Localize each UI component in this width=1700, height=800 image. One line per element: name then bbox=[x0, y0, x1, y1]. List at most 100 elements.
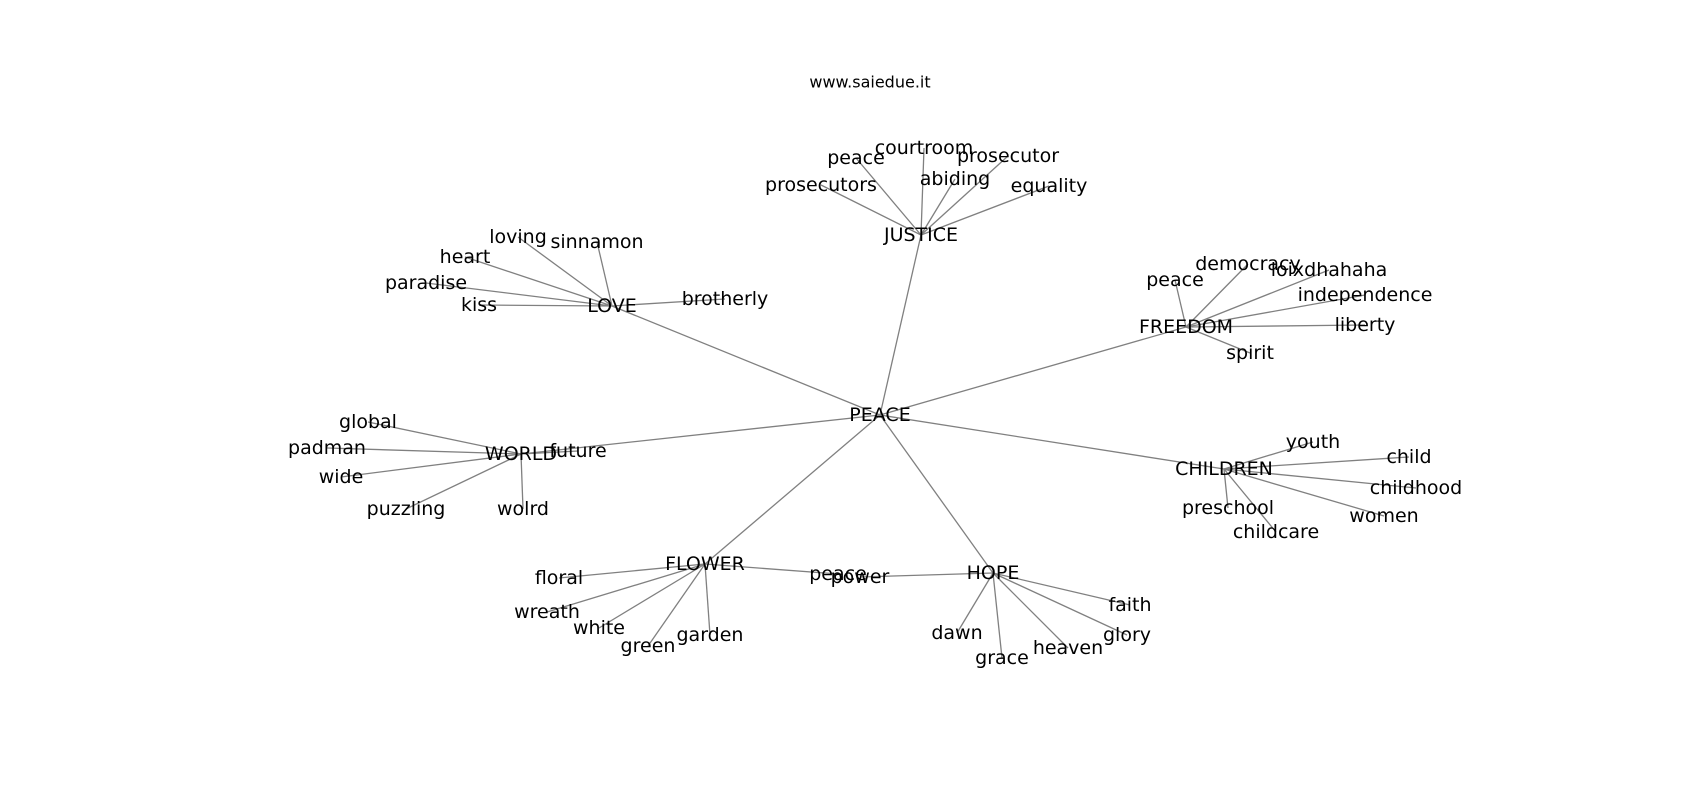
node-glory: glory bbox=[1103, 624, 1151, 646]
node-preschool: preschool bbox=[1182, 497, 1274, 519]
edge-peace-children bbox=[879, 414, 1225, 470]
edge-children-child bbox=[1223, 456, 1410, 470]
edge-justice-equality bbox=[920, 185, 1050, 236]
node-heart: heart bbox=[440, 246, 491, 268]
node-loixdhahaha: loixdhahaha bbox=[1271, 259, 1388, 281]
graph-labels: PEACE JUSTICE LOVE FREEDOM WORLD CHILDREN FLOW… bbox=[288, 137, 1462, 669]
edge-children-childhood bbox=[1223, 468, 1417, 489]
edge-freedom-spirit bbox=[1185, 326, 1251, 354]
node-prosecutor: prosecutor bbox=[957, 145, 1059, 167]
node-future: future bbox=[549, 440, 606, 462]
node-brotherly: brotherly bbox=[682, 288, 769, 310]
node-justice: JUSTICE bbox=[883, 224, 958, 246]
node-global: global bbox=[339, 411, 397, 433]
node-spirit: spirit bbox=[1226, 342, 1274, 364]
edge-world-padman bbox=[326, 447, 522, 455]
node-hope: HOPE bbox=[967, 562, 1020, 584]
node-courtroom: courtroom bbox=[875, 137, 974, 159]
edge-hope-glory bbox=[992, 572, 1128, 636]
node-kiss: kiss bbox=[461, 294, 497, 316]
edge-hope-power bbox=[859, 572, 994, 578]
node-childcare: childcare bbox=[1233, 521, 1319, 543]
node-dawn: dawn bbox=[931, 622, 982, 644]
node-wide: wide bbox=[319, 466, 364, 488]
edge-love-loving bbox=[517, 236, 613, 307]
node-youth: youth bbox=[1286, 431, 1340, 453]
edge-children-childcare bbox=[1223, 468, 1277, 533]
edge-world-future bbox=[520, 450, 579, 455]
edge-freedom-liberty bbox=[1185, 324, 1366, 328]
edge-justice-prosecutor bbox=[920, 155, 1009, 236]
edge-justice-courtroom bbox=[920, 147, 925, 236]
edge-hope-faith bbox=[992, 572, 1131, 606]
node-child: child bbox=[1386, 446, 1431, 468]
edge-children-youth bbox=[1223, 441, 1314, 470]
edge-peace-hope bbox=[879, 414, 994, 574]
node-white: white bbox=[573, 617, 625, 639]
node-peace: PEACE bbox=[849, 404, 910, 426]
node-green: green bbox=[621, 635, 676, 657]
edge-love-brotherly bbox=[611, 298, 726, 307]
node-women: women bbox=[1349, 505, 1418, 527]
node-peace: peace bbox=[1146, 269, 1204, 291]
node-abiding: abiding bbox=[920, 168, 990, 190]
site-caption: www.saiedue.it bbox=[809, 73, 930, 92]
node-puzzling: puzzling bbox=[367, 498, 446, 520]
node-world: WORLD bbox=[485, 443, 557, 465]
node-independence: independence bbox=[1298, 284, 1433, 306]
edge-freedom-peace bbox=[1174, 279, 1187, 328]
node-padman: padman bbox=[288, 437, 366, 459]
node-sinnamon: sinnamon bbox=[550, 231, 643, 253]
node-children: CHILDREN bbox=[1175, 458, 1273, 480]
edge-flower-white bbox=[598, 563, 706, 629]
node-loving: loving bbox=[489, 226, 547, 248]
edge-world-wolrd bbox=[520, 453, 524, 510]
edge-justice-peace bbox=[855, 157, 922, 236]
edge-hope-grace bbox=[992, 572, 1003, 659]
edge-peace-love bbox=[611, 305, 881, 416]
node-liberty: liberty bbox=[1335, 314, 1396, 336]
edge-flower-floral bbox=[558, 563, 706, 579]
node-grace: grace bbox=[975, 647, 1029, 669]
edge-justice-prosecutors bbox=[820, 184, 922, 236]
edge-hope-dawn bbox=[956, 572, 994, 634]
edge-children-women bbox=[1223, 468, 1385, 517]
edge-freedom-loixdhahaha bbox=[1185, 269, 1330, 328]
node-garden: garden bbox=[677, 624, 744, 646]
node-flower: FLOWER bbox=[665, 553, 745, 575]
edge-love-paradise bbox=[425, 282, 613, 307]
edge-children-preschool bbox=[1223, 468, 1229, 509]
node-freedom: FREEDOM bbox=[1139, 316, 1233, 338]
graph-edges bbox=[326, 147, 1417, 659]
edge-freedom-independence bbox=[1185, 294, 1366, 328]
edge-world-puzzling bbox=[405, 453, 522, 510]
node-prosecutors: prosecutors bbox=[765, 174, 877, 196]
edge-flower-garden bbox=[704, 563, 711, 636]
edge-flower-wreath bbox=[546, 563, 706, 613]
edge-peace-world bbox=[520, 414, 881, 455]
edge-peace-freedom bbox=[879, 326, 1187, 416]
node-democracy: democracy bbox=[1195, 253, 1300, 275]
node-wreath: wreath bbox=[514, 601, 580, 623]
node-love: LOVE bbox=[587, 295, 637, 317]
node-peace: peace bbox=[809, 563, 867, 585]
edge-hope-heaven bbox=[992, 572, 1069, 649]
node-childhood: childhood bbox=[1370, 477, 1462, 499]
edge-world-wide bbox=[340, 453, 522, 478]
node-peace: peace bbox=[827, 147, 885, 169]
node-heaven: heaven bbox=[1033, 637, 1103, 659]
edge-flower-green bbox=[647, 563, 706, 647]
edge-love-sinnamon bbox=[596, 241, 613, 307]
edge-freedom-democracy bbox=[1185, 263, 1249, 328]
node-equality: equality bbox=[1011, 175, 1088, 197]
edge-peace-justice bbox=[879, 234, 922, 416]
node-wolrd: wolrd bbox=[497, 498, 549, 520]
edge-love-heart bbox=[464, 256, 613, 307]
edge-world-global bbox=[367, 421, 522, 455]
node-faith: faith bbox=[1108, 594, 1151, 616]
node-power: power bbox=[831, 566, 890, 588]
node-paradise: paradise bbox=[385, 272, 467, 294]
edge-love-kiss bbox=[478, 304, 613, 307]
edge-justice-abiding bbox=[920, 178, 956, 236]
